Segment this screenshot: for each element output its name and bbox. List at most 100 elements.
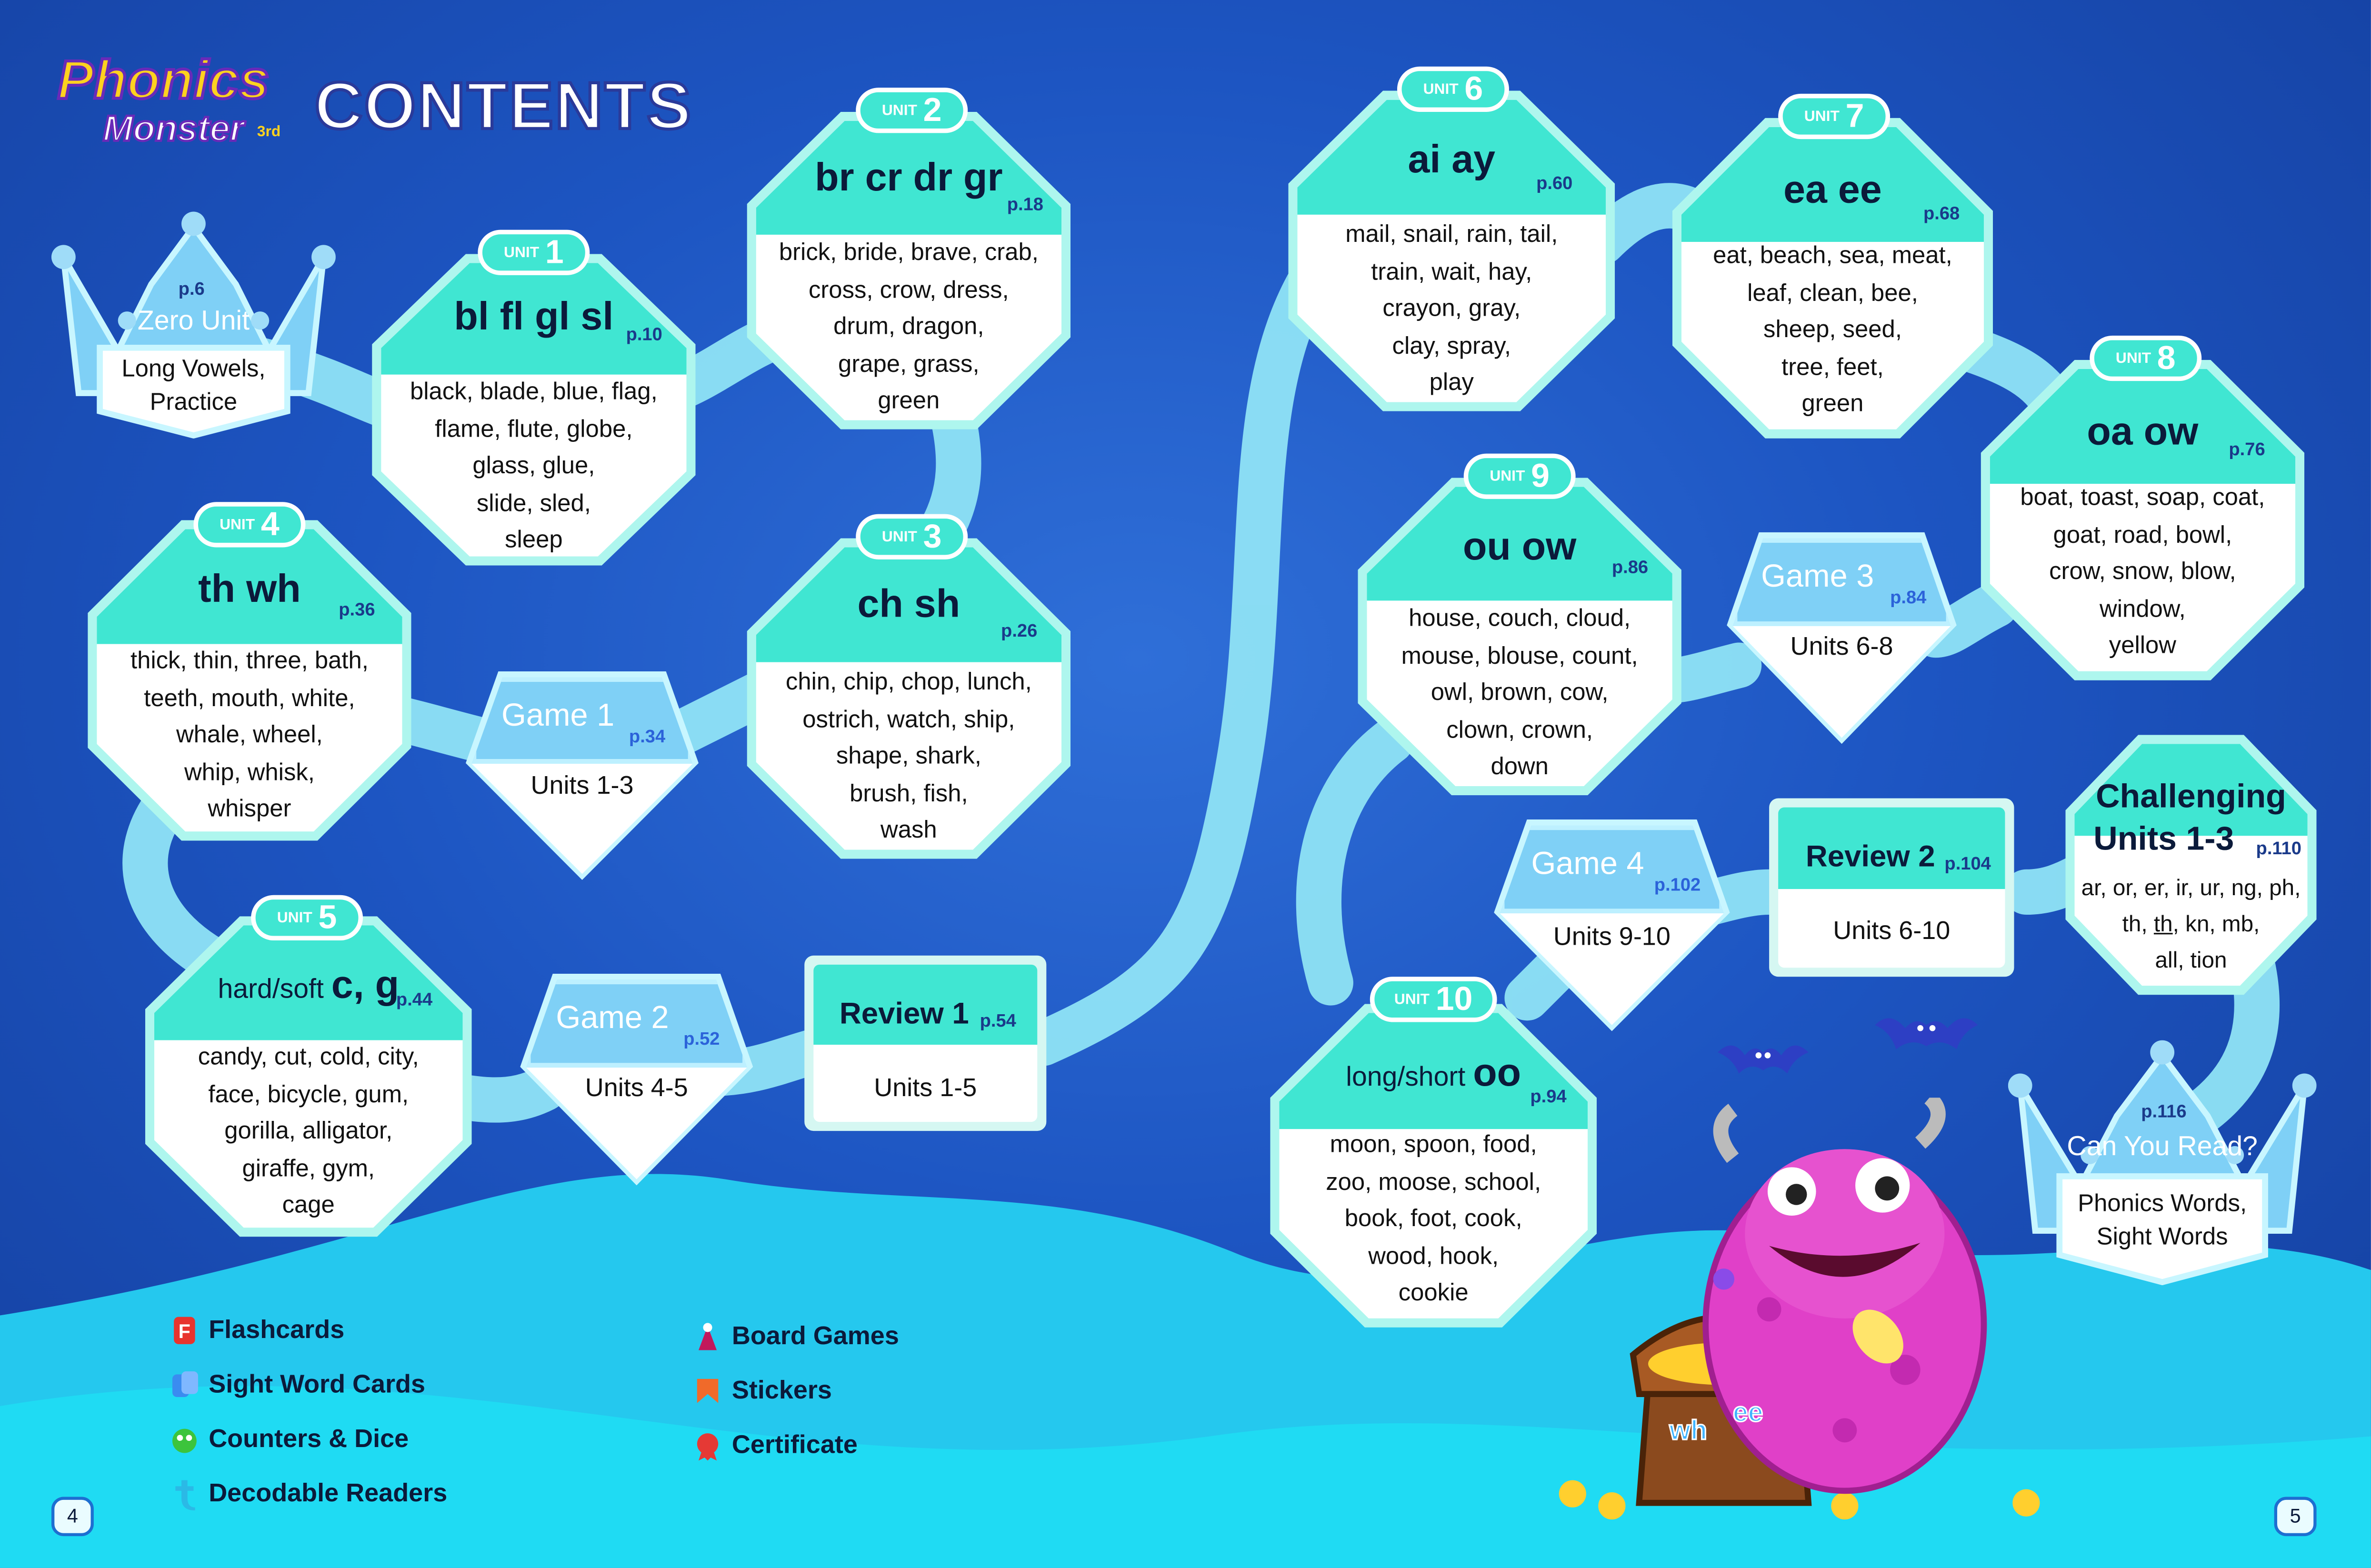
unit-5-word-line: cage (282, 1193, 335, 1219)
review-2-page: p.104 (1944, 852, 1991, 874)
challenging-underlined: th (2153, 911, 2173, 938)
legend-label: Counters & Dice (209, 1424, 409, 1453)
game-1-gem[interactable]: Game 1 p.34 Units 1-3 (465, 671, 699, 880)
unit-label: UNIT (1804, 108, 1840, 125)
review-2-card[interactable]: Review 2 p.104 Units 6-10 (1769, 798, 2014, 977)
bat-icon (1875, 1018, 1978, 1049)
unit-label: UNIT (220, 516, 255, 533)
unit-7-card[interactable]: ea ee p.68 eat, beach, sea, meat, leaf, … (1672, 118, 1993, 439)
game-3-sub: Units 6-8 (1790, 632, 1893, 661)
review-1-sub: Units 1-5 (874, 1073, 977, 1102)
unit-1-card[interactable]: bl fl gl sl p.10 black, blade, blue, fla… (372, 254, 696, 566)
page-title: CONTENTS (313, 68, 693, 145)
crown-icon (51, 211, 336, 439)
challenging-line: ar, or, er, ir, ur, ng, ph, (2081, 875, 2301, 901)
unit-8-title: oa ow (2087, 408, 2199, 454)
unit-7-word-line: sheep, seed, (1763, 317, 1902, 343)
unit-label: UNIT (504, 244, 540, 261)
zero-unit-crown[interactable]: p.6 Zero Unit Long Vowels, Practice (51, 211, 336, 439)
unit-1-word-line: flame, flute, globe, (435, 416, 633, 442)
brand-logo-line2: Monster (102, 108, 245, 150)
unit-3-card[interactable]: ch sh p.26 chin, chip, chop, lunch, ostr… (747, 538, 1071, 859)
can-you-read-line2: Sight Words (2096, 1224, 2228, 1250)
unit-4-card[interactable]: th wh p.36 thick, thin, three, bath, tee… (88, 520, 411, 841)
unit-5-badge: UNIT 5 (251, 895, 363, 941)
chest-letters-2: ee (1732, 1396, 1764, 1428)
unit-8-word-line: window, (2100, 596, 2186, 622)
legend-sight-word-cards: Sight Word Cards (170, 1367, 448, 1403)
unit-10-title-prefix: long/short (1346, 1061, 1466, 1092)
legend-label: Certificate (731, 1430, 858, 1459)
unit-2-word-line: drum, dragon, (833, 314, 984, 340)
unit-7-title: ea ee (1783, 166, 1882, 212)
review-2-sub: Units 6-10 (1833, 916, 1951, 945)
unit-6-words: mail, snail, rain, tail, train, wait, ha… (1288, 218, 1615, 403)
certificate-icon (697, 1433, 719, 1461)
legend-label: Flashcards (209, 1315, 345, 1344)
game-4-title: Game 4 (1531, 847, 1644, 882)
unit-1-title: bl fl gl sl (454, 293, 614, 339)
unit-6-word-line: clay, spray, (1392, 333, 1511, 360)
unit-10-word-line: moon, spoon, food, (1330, 1132, 1537, 1159)
unit-5-word-line: gorilla, alligator, (224, 1119, 393, 1145)
unit-5-title-row: hard/soft c, g (145, 961, 472, 1008)
unit-1-badge: UNIT 1 (478, 230, 590, 275)
unit-6-word-line: crayon, gray, (1382, 296, 1521, 322)
unit-9-word-line: house, couch, cloud, (1409, 606, 1631, 632)
unit-label: UNIT (1490, 468, 1525, 485)
unit-9-word-line: clown, crown, (1446, 717, 1593, 743)
review-1-card[interactable]: Review 1 p.54 Units 1-5 (804, 955, 1047, 1131)
game-1-title: Game 1 (501, 698, 615, 734)
unit-10-card[interactable]: long/short oo p.94 moon, spoon, food, zo… (1270, 1004, 1597, 1328)
unit-9-word-line: mouse, blouse, count, (1401, 643, 1638, 669)
brand-logo: Phonics Monster 3rd (49, 47, 290, 154)
unit-7-word-line: tree, feet, (1781, 354, 1884, 380)
challenging-title-1: Challenging (2096, 777, 2286, 815)
unit-label: UNIT (277, 909, 312, 926)
svg-text:F: F (179, 1320, 190, 1342)
unit-label: UNIT (1394, 991, 1430, 1008)
unit-label: UNIT (881, 102, 917, 119)
flashcards-icon: F (174, 1317, 195, 1344)
legend-label: Stickers (731, 1376, 832, 1405)
unit-number: 2 (923, 90, 942, 129)
unit-5-words: candy, cut, cold, city, face, bicycle, g… (145, 1040, 472, 1226)
challenging-card[interactable]: Challenging Units 1-3 p.110 ar, or, er, … (2065, 735, 2317, 995)
unit-9-card[interactable]: ou ow p.86 house, couch, cloud, mouse, b… (1358, 478, 1681, 796)
brand-logo-line1: Phonics (56, 47, 270, 112)
unit-10-word-line: book, foot, cook, (1344, 1206, 1522, 1232)
game-3-gem[interactable]: Game 3 p.84 Units 6-8 (1727, 532, 1957, 744)
legend-flashcards: F Flashcards (170, 1312, 448, 1348)
game-1-sub: Units 1-3 (530, 771, 634, 800)
unit-6-card[interactable]: ai ay p.60 mail, snail, rain, tail, trai… (1288, 90, 1615, 411)
game-4-gem[interactable]: Game 4 p.102 Units 9-10 (1494, 819, 1730, 1031)
unit-8-page: p.76 (2229, 438, 2265, 460)
unit-4-page: p.36 (339, 599, 375, 620)
crown-icon (2008, 1040, 2317, 1286)
can-you-read-crown[interactable]: p.116 Can You Read? Phonics Words, Sight… (2008, 1040, 2317, 1286)
unit-5-card[interactable]: hard/soft c, g p.44 candy, cut, cold, ci… (145, 916, 472, 1237)
unit-5-word-line: giraffe, gym, (242, 1156, 375, 1182)
unit-3-page: p.26 (1001, 619, 1038, 641)
game-2-gem[interactable]: Game 2 p.52 Units 4-5 (520, 973, 753, 1186)
unit-8-card[interactable]: oa ow p.76 boat, toast, soap, coat, goat… (1981, 360, 2305, 680)
can-you-read-title: Can You Read? (2067, 1131, 2258, 1161)
unit-4-word-line: teeth, mouth, white, (144, 685, 355, 711)
unit-7-word-line: green (1801, 391, 1864, 418)
unit-number: 9 (1531, 456, 1550, 495)
legend-board-games: Board Games (692, 1318, 899, 1355)
unit-9-badge: UNIT 9 (1463, 453, 1576, 499)
unit-1-words: black, blade, blue, flag, flame, flute, … (372, 375, 696, 560)
unit-6-page: p.60 (1536, 172, 1573, 194)
materials-legend-left: F Flashcards Sight Word Cards Counters &… (170, 1312, 448, 1512)
game-4-sub: Units 9-10 (1553, 922, 1671, 951)
unit-2-card[interactable]: br cr dr gr p.18 brick, bride, brave, cr… (747, 111, 1071, 429)
unit-1-page: p.10 (626, 323, 662, 345)
game-2-sub: Units 4-5 (585, 1073, 688, 1102)
unit-10-words: moon, spoon, food, zoo, moose, school, b… (1270, 1128, 1597, 1313)
unit-3-word-line: shape, shark, (836, 744, 981, 770)
unit-5-title-prefix: hard/soft (218, 973, 324, 1004)
legend-stickers: Stickers (692, 1373, 899, 1409)
legend-label: Sight Word Cards (209, 1369, 426, 1399)
unit-9-word-line: owl, brown, cow, (1431, 680, 1609, 706)
